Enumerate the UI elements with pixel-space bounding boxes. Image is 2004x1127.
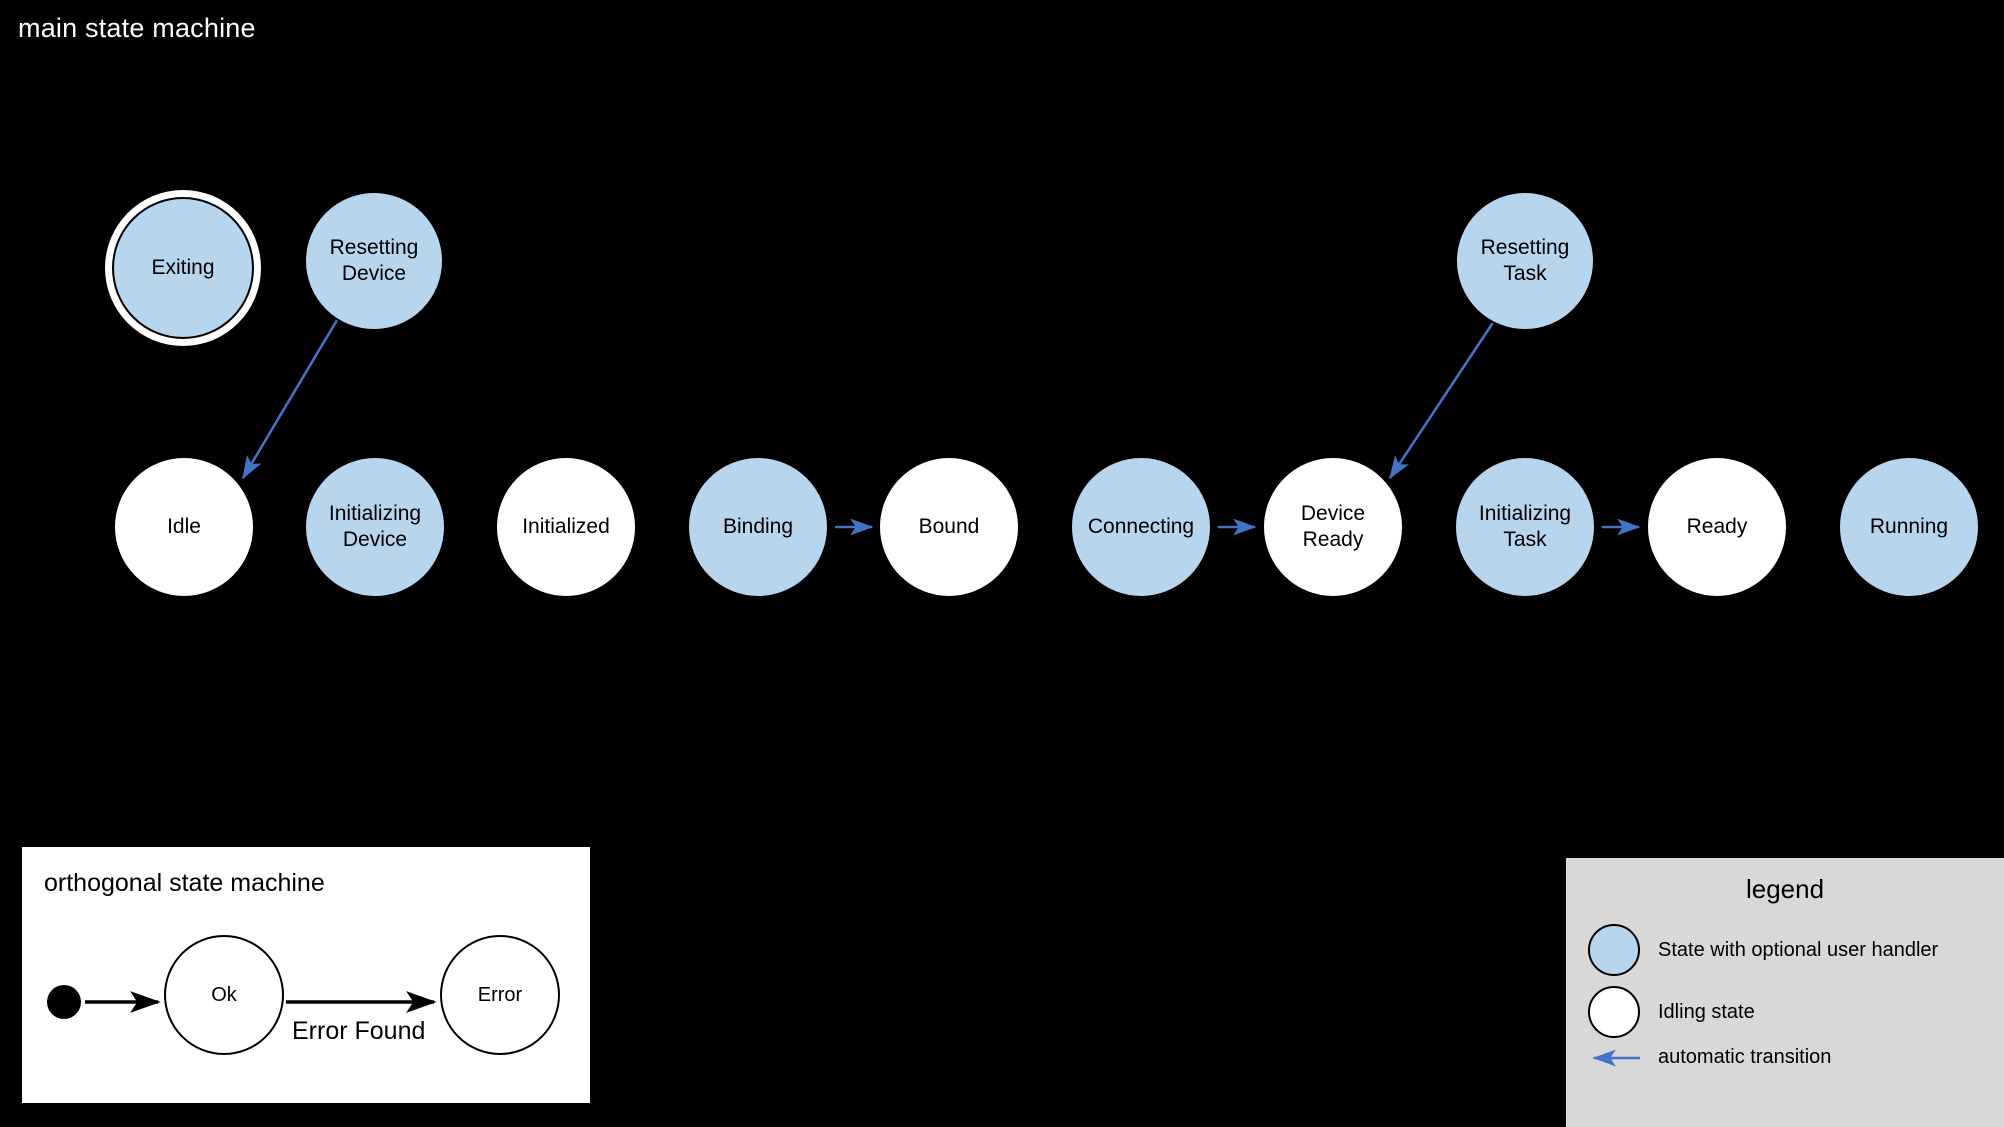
legend-item-idling-state: Idling state xyxy=(1588,986,1755,1038)
legend-arrow-icon xyxy=(1588,1048,1640,1068)
legend-label-idling-state: Idling state xyxy=(1658,1000,1755,1023)
legend-label-automatic-transition: automatic transition xyxy=(1658,1046,1832,1068)
legend-swatch-handler xyxy=(1588,924,1640,976)
ortho-state-node-ok[interactable]: Ok xyxy=(164,935,284,1055)
legend-item-automatic-transition: automatic transition xyxy=(1588,1046,1831,1069)
state-node-binding[interactable]: Binding xyxy=(687,456,829,598)
transition-label-error-found: Error Found xyxy=(292,1017,426,1045)
legend-title: legend xyxy=(1745,874,1825,904)
page-title: main state machine xyxy=(18,13,256,43)
ortho-state-label-error: Error xyxy=(477,983,523,1006)
state-node-initialized[interactable]: Initialized xyxy=(495,456,637,598)
legend-item-handler-state: State with optional user handler xyxy=(1588,924,1938,976)
ortho-state-label-ok: Ok xyxy=(211,983,237,1006)
orthogonal-panel-title: orthogonal state machine xyxy=(44,869,325,897)
ortho-state-node-error[interactable]: Error xyxy=(440,935,560,1055)
legend-label-handler-state: State with optional user handler xyxy=(1658,938,1939,961)
legend-swatch-idling xyxy=(1588,986,1640,1038)
initial-state-dot xyxy=(47,985,81,1019)
state-node-idle[interactable]: Idle xyxy=(113,456,255,598)
